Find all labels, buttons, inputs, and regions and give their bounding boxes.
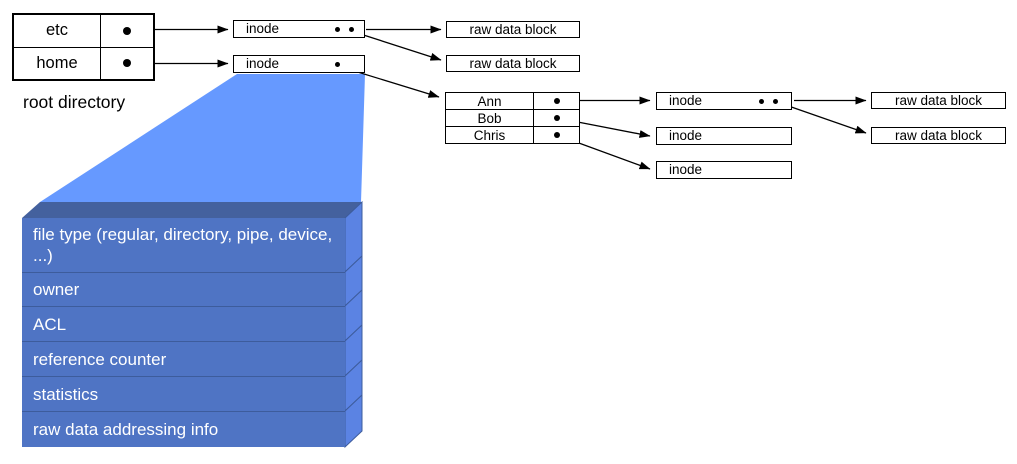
raw-data-block-label: raw data block — [894, 92, 983, 108]
inode-box-chris: inode — [656, 161, 792, 179]
entry-name: etc — [14, 15, 101, 47]
inode-field-row: ACL — [22, 306, 345, 341]
pointer-dot-icon — [553, 132, 560, 138]
directory-entry-row: home — [14, 46, 153, 80]
inode-field-row: raw data addressing info — [22, 411, 345, 447]
entry-name: Chris — [446, 127, 534, 143]
raw-data-block-label: raw data block — [469, 55, 557, 71]
inode-box-bob: inode — [656, 127, 792, 145]
pointer-dot-icon — [553, 98, 560, 104]
raw-data-block-1: raw data block — [446, 21, 580, 38]
directory-entry-row: Bob — [446, 109, 579, 126]
inode-label: inode — [669, 93, 703, 109]
pointer-dot-icon — [123, 59, 131, 68]
entry-name: Ann — [446, 93, 534, 109]
raw-data-block-2: raw data block — [446, 55, 580, 72]
inode-label: inode — [669, 128, 703, 144]
raw-data-block-4: raw data block — [871, 127, 1006, 144]
pointer-dot-icon — [123, 26, 131, 35]
pointer-dot-icon — [335, 26, 340, 32]
entry-name: home — [14, 47, 101, 79]
pointer-cell — [534, 127, 579, 143]
pointer-dot-icon — [349, 26, 354, 32]
stack-top-face — [22, 202, 362, 218]
raw-data-block-3: raw data block — [871, 92, 1006, 109]
inode-field-row: owner — [22, 272, 345, 306]
zoom-funnel — [40, 74, 365, 202]
inode-label: inode — [246, 21, 280, 37]
pointer-cell — [101, 15, 153, 47]
inode-label: inode — [669, 162, 703, 178]
home-directory-table: Ann Bob Chris — [445, 92, 580, 144]
pointer-cell — [534, 93, 579, 109]
directory-entry-row: etc — [14, 15, 153, 47]
entry-name: Bob — [446, 110, 534, 126]
pointer-dot-icon — [335, 61, 340, 67]
inode-label: inode — [246, 56, 280, 72]
inode-box-etc: inode — [233, 20, 365, 38]
inode-field-row: statistics — [22, 376, 345, 411]
pointer-dot-icon — [759, 98, 764, 104]
inode-box-home: inode — [233, 55, 365, 73]
raw-data-block-label: raw data block — [894, 127, 983, 143]
root-directory-caption: root directory — [23, 92, 126, 112]
pointer-cell — [101, 48, 153, 80]
inode-field-row: reference counter — [22, 341, 345, 376]
pointer-dot-icon — [773, 98, 778, 104]
pointer-cell — [534, 110, 579, 126]
inode-detail-stack: file type (regular, directory, pipe, dev… — [22, 218, 345, 447]
directory-entry-row: Ann — [446, 93, 579, 109]
directory-entry-row: Chris — [446, 126, 579, 143]
inode-box-ann: inode — [656, 92, 792, 110]
arrow-inode-to-rawblock2 — [350, 30, 442, 61]
inode-field-row: file type (regular, directory, pipe, dev… — [22, 218, 345, 272]
pointer-dot-icon — [553, 115, 560, 121]
stack-side-face — [344, 393, 363, 449]
root-directory-table: etc home — [12, 13, 155, 81]
raw-data-block-label: raw data block — [469, 21, 557, 37]
